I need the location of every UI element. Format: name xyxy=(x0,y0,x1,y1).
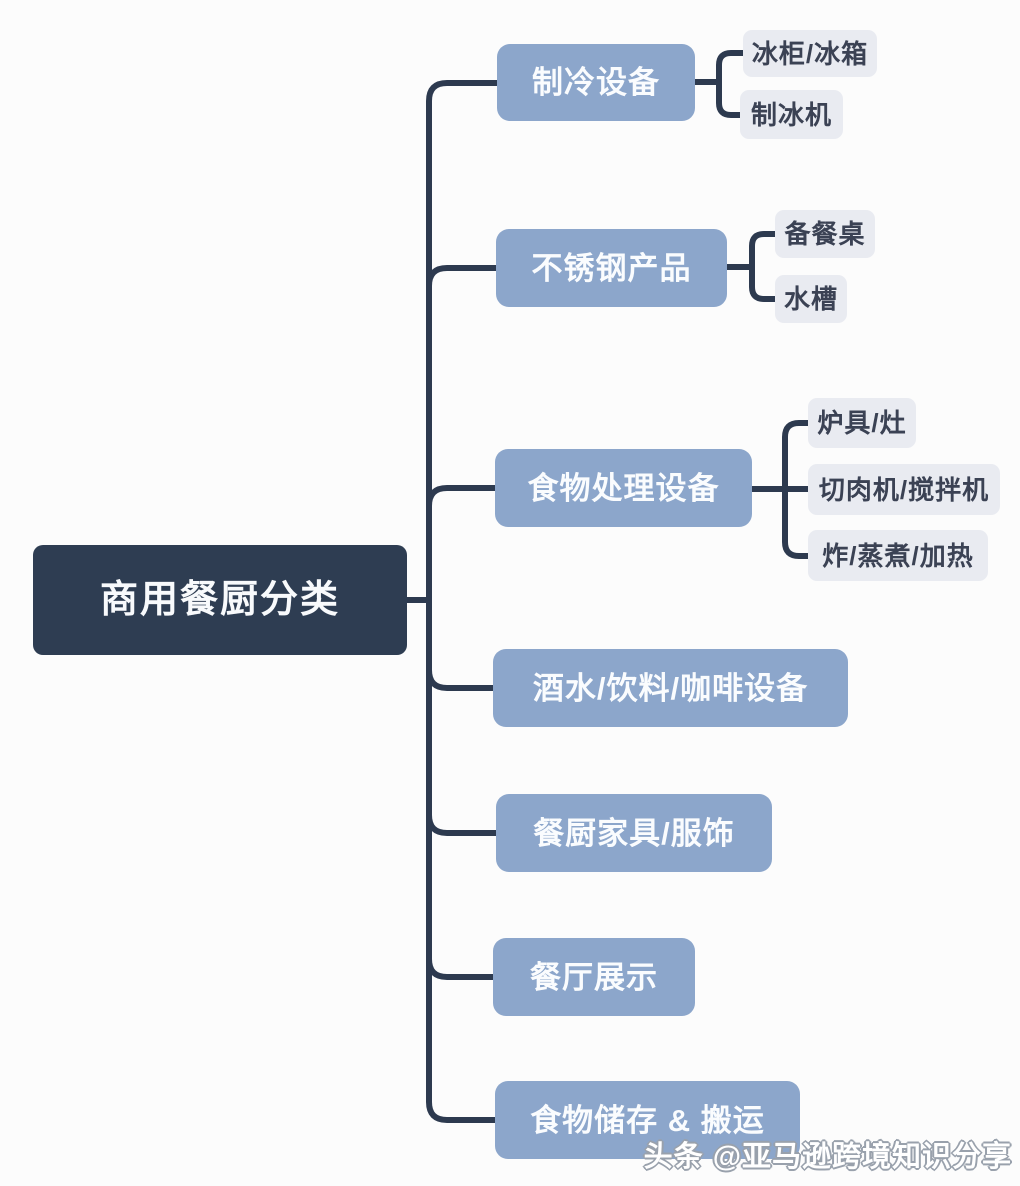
child-connector-2 xyxy=(749,231,779,302)
child-node-sink[interactable]: 水槽 xyxy=(775,275,847,323)
branch-node-beverage-coffee[interactable]: 酒水/饮料/咖啡设备 xyxy=(493,649,848,727)
branch-node-restaurant-display[interactable]: 餐厅展示 xyxy=(493,938,695,1016)
child-node-ice-maker[interactable]: 制冰机 xyxy=(740,90,843,139)
branch-node-stainless-steel[interactable]: 不锈钢产品 xyxy=(496,229,727,307)
child-node-freezer-fridge[interactable]: 冰柜/冰箱 xyxy=(743,30,877,77)
child-node-fry-steam-heat[interactable]: 炸/蒸煮/加热 xyxy=(808,530,988,581)
branch-connector-5 xyxy=(426,814,500,836)
child-node-prep-table[interactable]: 备餐桌 xyxy=(775,210,875,258)
child-connector-1 xyxy=(716,50,746,118)
watermark: 头条 @亚马逊跨境知识分享 xyxy=(643,1141,1012,1173)
child-connector-3 xyxy=(782,420,812,559)
branch-node-refrigeration[interactable]: 制冷设备 xyxy=(497,44,695,121)
branch-connector-6 xyxy=(426,958,500,980)
branch-node-storage-transport[interactable]: 食物储存 & 搬运 xyxy=(495,1081,800,1159)
root-node[interactable]: 商用餐厨分类 xyxy=(33,545,407,655)
child-node-slicer-mixer[interactable]: 切肉机/搅拌机 xyxy=(808,464,1000,515)
branch-node-furniture-apparel[interactable]: 餐厨家具/服饰 xyxy=(496,794,772,872)
child-node-stove[interactable]: 炉具/灶 xyxy=(808,398,916,448)
branch-node-food-processing[interactable]: 食物处理设备 xyxy=(495,449,752,527)
trunk-line xyxy=(426,80,500,1123)
branch-connector-4 xyxy=(426,669,500,691)
branch-connector-3 xyxy=(426,485,500,507)
branch-connector-2 xyxy=(426,265,500,287)
